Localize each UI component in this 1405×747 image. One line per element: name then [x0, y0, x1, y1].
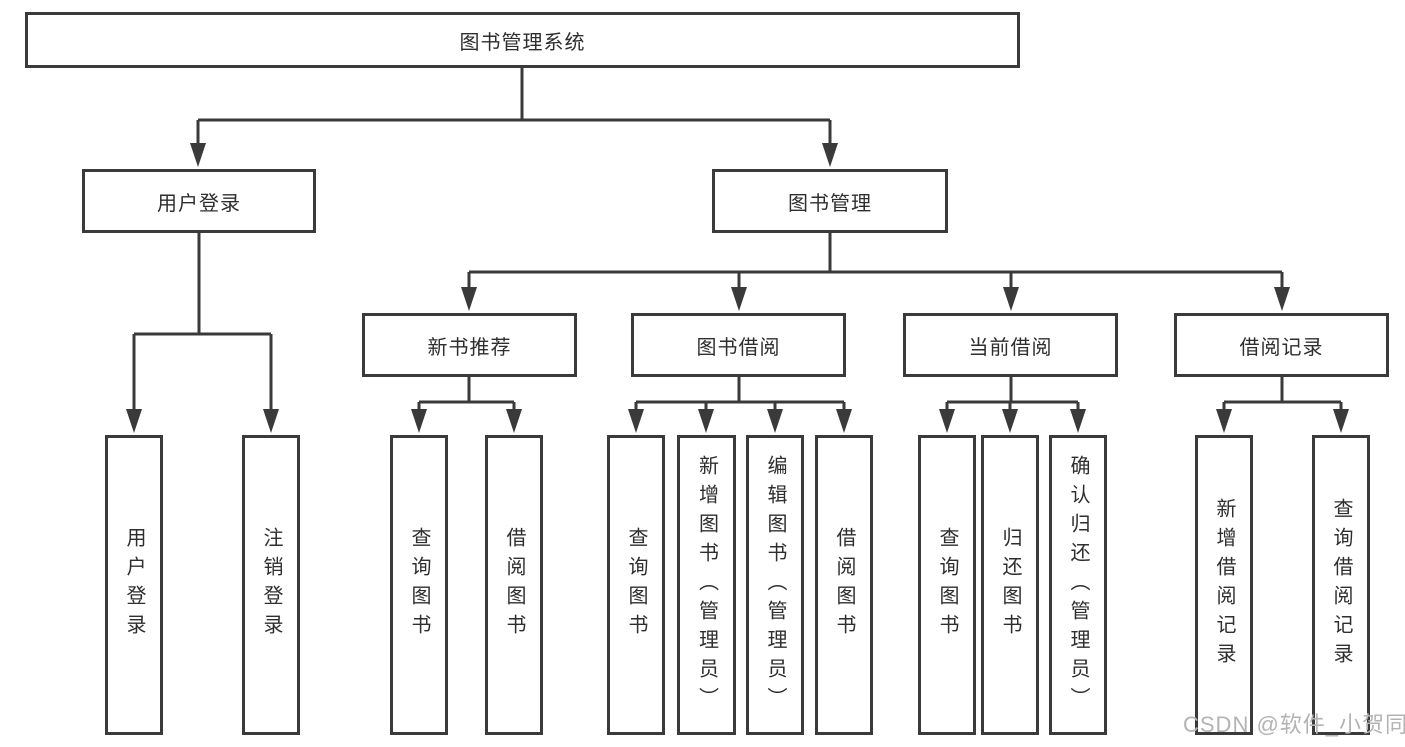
leaf-user-login: 用户登录: [105, 435, 163, 735]
edge-book-management-split: [461, 232, 1290, 311]
leaf-query-borrow-record: 查询借阅记录: [1312, 435, 1370, 735]
leaf-borrow-books: 借阅图书: [815, 435, 873, 735]
node-book-management: 图书管理: [712, 169, 948, 233]
node-user-login-label: 用户登录: [157, 192, 241, 215]
csdn-watermark: CSDN @软件_小贺同学: [1183, 712, 1405, 737]
node-library-system-label: 图书管理系统: [459, 31, 586, 54]
leaf-confirm-return-admin: 确认归还（管理员）: [1049, 435, 1107, 735]
leaf-return-books-label: 归还图书: [999, 527, 1021, 643]
leaf-query-books-current: 查询图书: [918, 435, 976, 735]
edge-new-book-split: [411, 377, 522, 433]
leaf-confirm-return-admin-label: 确认归还（管理员）: [1067, 454, 1089, 716]
leaf-user-login-label: 用户登录: [123, 527, 145, 643]
leaf-logout: 注销登录: [242, 435, 300, 735]
leaf-query-books-recommend-label: 查询图书: [408, 527, 430, 643]
leaf-query-borrow-record-label: 查询借阅记录: [1330, 498, 1352, 672]
leaf-query-books-recommend: 查询图书: [390, 435, 448, 735]
leaf-add-borrow-record-label: 新增借阅记录: [1213, 498, 1235, 672]
leaf-add-borrow-record: 新增借阅记录: [1195, 435, 1253, 735]
node-new-book-recommend-label: 新书推荐: [427, 336, 512, 359]
leaf-borrow-books-recommend-label: 借阅图书: [503, 527, 525, 643]
edge-current-borrow-split: [939, 377, 1086, 433]
leaf-return-books: 归还图书: [981, 435, 1039, 735]
node-borrow-records: 借阅记录: [1174, 313, 1389, 377]
leaf-edit-book-admin: 编辑图书（管理员）: [746, 435, 804, 735]
node-current-borrow: 当前借阅: [903, 313, 1118, 377]
node-new-book-recommend: 新书推荐: [362, 313, 577, 377]
leaf-edit-book-admin-label: 编辑图书（管理员）: [764, 454, 786, 716]
node-user-login: 用户登录: [82, 169, 316, 233]
node-borrow-records-label: 借阅记录: [1239, 336, 1324, 359]
node-book-borrow-label: 图书借阅: [696, 336, 781, 359]
edge-book-borrow-split: [628, 377, 852, 433]
node-book-management-label: 图书管理: [788, 192, 872, 215]
edge-root-split: [190, 68, 838, 167]
leaf-borrow-books-recommend: 借阅图书: [485, 435, 543, 735]
leaf-add-book-admin-label: 新增图书（管理员）: [695, 454, 718, 716]
leaf-add-book-admin: 新增图书（管理员）: [677, 435, 736, 735]
leaf-query-books-borrow: 查询图书: [607, 435, 665, 735]
edge-user-login-split: [126, 232, 279, 433]
leaf-logout-label: 注销登录: [260, 527, 282, 643]
leaf-query-books-borrow-label: 查询图书: [625, 527, 647, 643]
leaf-query-books-current-label: 查询图书: [936, 527, 958, 643]
edge-borrow-records-split: [1216, 377, 1349, 433]
node-book-borrow: 图书借阅: [631, 313, 846, 377]
node-current-borrow-label: 当前借阅: [968, 336, 1053, 359]
node-library-system: 图书管理系统: [25, 12, 1020, 68]
leaf-borrow-books-label: 借阅图书: [833, 527, 855, 643]
